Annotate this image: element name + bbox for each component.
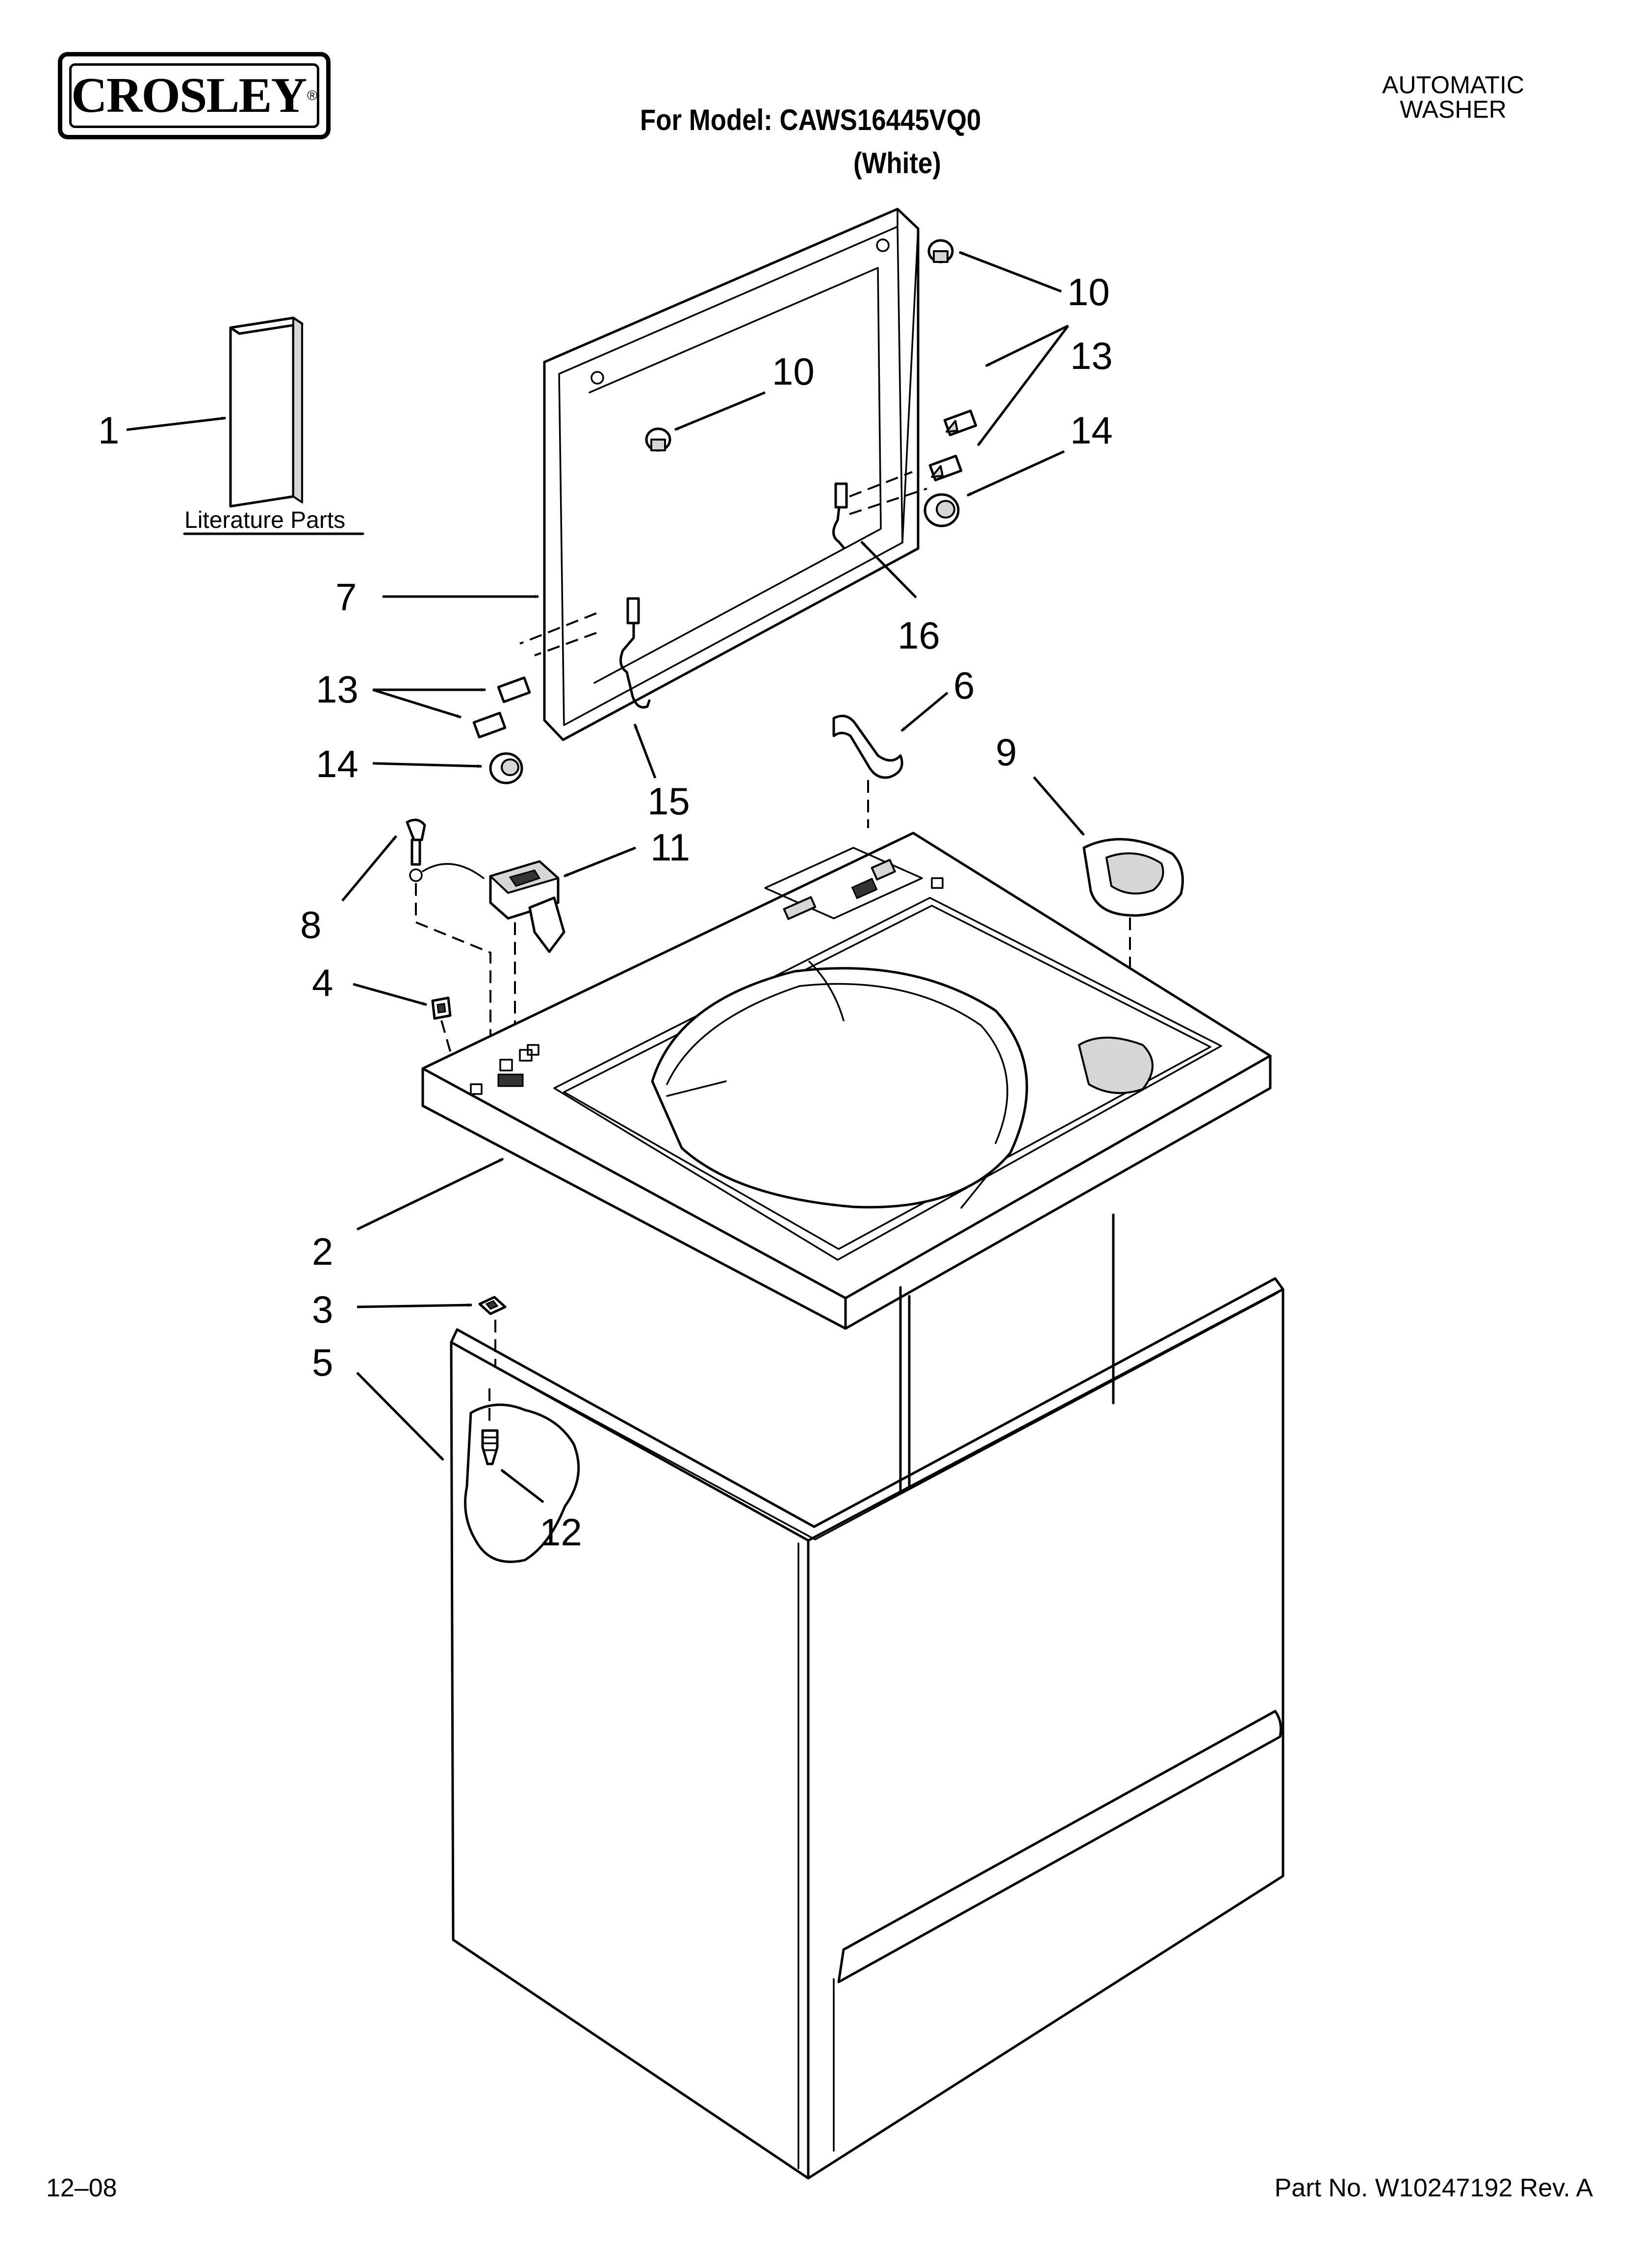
appliance-type-line2: WASHER [1400, 96, 1507, 123]
leader-2 [356, 1157, 504, 1231]
leader-13a-2 [977, 325, 1069, 446]
callout-6: 6 [953, 664, 975, 707]
hinge-screw-left-upper [497, 676, 531, 704]
leader-10b [674, 391, 766, 431]
leader-14b [372, 762, 482, 768]
leader-5 [356, 1372, 444, 1461]
model-title: For Model: CAWS16445VQ0 [640, 104, 981, 136]
lid-bumper-top [927, 239, 954, 263]
leader-8 [341, 835, 397, 902]
leader-11 [564, 846, 636, 878]
lid-switch-screw [406, 818, 491, 1055]
callout-7: 7 [335, 575, 357, 619]
appliance-type: AUTOMATIC WASHER [1348, 73, 1559, 122]
callout-14b: 14 [316, 742, 359, 785]
hinge-screw-left-lower [472, 711, 507, 739]
lid-switch [422, 860, 565, 1040]
top-panel-clip [431, 996, 452, 1055]
washer-cabinet [450, 1213, 1284, 2180]
leader-15 [633, 724, 657, 779]
washer-top-panel [421, 832, 1272, 1330]
model-color: (White) [853, 147, 941, 180]
callout-9: 9 [996, 730, 1017, 774]
callout-16: 16 [898, 614, 940, 657]
leader-14a [966, 450, 1065, 497]
lid-hinge-left [619, 597, 651, 709]
logo-brand-text: CROSLEY [71, 68, 307, 123]
hinge-grommet-left [489, 752, 523, 784]
leader-6 [900, 692, 949, 732]
washer-lid [519, 208, 920, 741]
leader-13a-1 [985, 324, 1069, 367]
lid-switch-clip [832, 714, 903, 828]
hinge-screw-right-upper [943, 409, 977, 437]
leader-3 [357, 1303, 472, 1308]
leader-1 [126, 417, 226, 431]
leader-4 [353, 983, 427, 1006]
callout-5: 5 [312, 1341, 333, 1384]
logo-registered-mark: ® [307, 88, 317, 103]
crosley-logo: CROSLEY® [58, 52, 331, 139]
callout-11: 11 [650, 826, 690, 869]
hinge-screw-right-lower [928, 454, 963, 482]
callout-4: 4 [312, 961, 333, 1004]
leader-9 [1033, 776, 1085, 836]
callout-3: 3 [312, 1288, 333, 1331]
leader-10a [959, 251, 1062, 293]
callout-10b: 10 [772, 350, 815, 393]
callout-1: 1 [98, 409, 119, 452]
callout-13a: 13 [1070, 334, 1113, 377]
callout-14a: 14 [1070, 409, 1113, 452]
lid-bumper-inner [645, 427, 671, 452]
callout-13b: 13 [316, 668, 359, 711]
appliance-type-line1: AUTOMATIC [1382, 71, 1524, 99]
callout-15: 15 [647, 780, 690, 823]
callout-12: 12 [539, 1511, 582, 1554]
bleach-dispenser [1082, 838, 1184, 1084]
literature-parts-label: Literature Parts [184, 507, 345, 533]
part-number: Part No. W10247192 Rev. A [1274, 2174, 1593, 2202]
hinge-grommet-right [924, 493, 960, 527]
leader-13b-2 [372, 688, 462, 719]
revision-date: 12–08 [46, 2174, 117, 2202]
literature-booklet [183, 316, 364, 535]
cabinet-clip [478, 1296, 507, 1369]
leader-arrows [126, 251, 1085, 1503]
callout-labels: 1 2 3 4 5 6 7 8 9 10 10 11 12 13 13 14 1… [98, 270, 1113, 1554]
callout-8: 8 [300, 903, 321, 946]
logo-inner-frame: CROSLEY® [69, 63, 319, 128]
callout-10a: 10 [1067, 270, 1110, 313]
leader-16 [860, 541, 917, 599]
lid-hinge-right [832, 471, 927, 549]
callout-2: 2 [312, 1230, 333, 1273]
leader-12 [500, 1469, 544, 1503]
